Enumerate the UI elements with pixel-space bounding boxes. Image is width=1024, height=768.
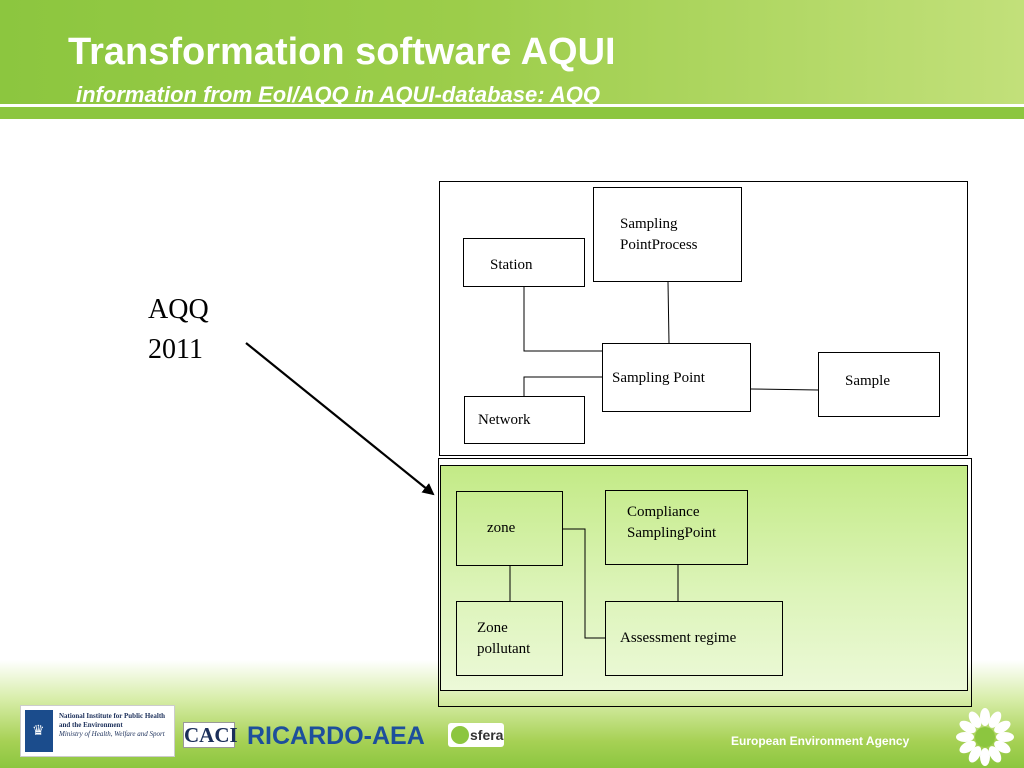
box-sampling-point-process: Sampling PointProcess (593, 187, 742, 282)
diagram-panel-bottom-frame (438, 458, 972, 707)
box-assessment-regime: Assessment regime (605, 601, 783, 676)
box-label-line: pollutant (477, 641, 531, 657)
box-compliance-sampling-point: Compliance SamplingPoint (605, 490, 748, 565)
box-label: Sampling Point (612, 370, 705, 386)
callout-line-1: AQQ (148, 294, 209, 325)
box-label-line: SamplingPoint (627, 525, 717, 541)
box-label: Station (490, 257, 533, 273)
box-label: zone (487, 520, 516, 536)
title-banner (0, 0, 1024, 104)
nih-ministry-line: Ministry of Health, Welfare and Sport (59, 730, 165, 738)
connector-process-samplingpoint (667, 281, 670, 344)
sfera-icon (451, 726, 469, 744)
eea-name: European Environment Agency (731, 734, 910, 748)
sfera-logo: sfera (448, 723, 504, 747)
caci-logo: CACI (183, 722, 238, 748)
slide-title: Transformation software AQUI (68, 31, 616, 73)
nih-name-line-2: and the Environment (59, 721, 123, 729)
box-zone: zone (456, 491, 563, 566)
banner-stripe (0, 107, 1024, 119)
box-station: Station (463, 238, 585, 287)
callout-line-2: 2011 (148, 334, 203, 365)
box-zone-pollutant: Zone pollutant (456, 601, 563, 676)
slide-subtitle: information from EoI/AQQ in AQUI-databas… (76, 82, 600, 104)
box-sample: Sample (818, 352, 940, 417)
banner-divider (0, 104, 1024, 107)
subtitle-clip: information from EoI/AQQ in AQUI-databas… (76, 80, 776, 104)
crest-icon: ♛ (25, 710, 53, 752)
sun-icon (956, 708, 1014, 766)
box-label-line: PointProcess (620, 237, 698, 253)
ricardo-aea-logo: RICARDO-AEA (247, 722, 425, 750)
callout-label: AQQ 2011 (148, 290, 209, 370)
box-label-line: Zone (477, 620, 508, 636)
box-label: Network (478, 412, 531, 428)
connector-zone-assessment (563, 528, 605, 639)
connector-network-samplingpoint (523, 376, 602, 396)
box-network: Network (464, 396, 585, 444)
connector-samplingpoint-sample (750, 388, 819, 391)
box-label-line: Sampling (620, 216, 678, 232)
diagram-panel-bottom (440, 465, 968, 691)
nih-name-line-1: National Institute for Public Health (59, 712, 166, 720)
sfera-wordmark: sfera (470, 727, 504, 743)
box-label: Assessment regime (620, 630, 737, 646)
box-label-line: Compliance (627, 504, 700, 520)
connector-station-samplingpoint (523, 287, 602, 352)
callout-arrow (245, 342, 435, 496)
nih-logo: ♛ National Institute for Public Health a… (20, 705, 175, 757)
box-label: Sample (845, 373, 890, 389)
box-sampling-point: Sampling Point (602, 343, 751, 412)
